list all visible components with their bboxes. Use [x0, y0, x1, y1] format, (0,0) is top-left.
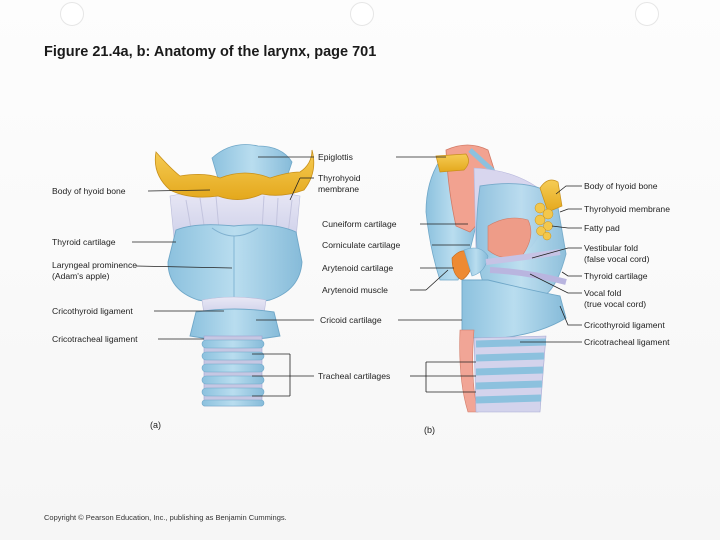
punch-hole: [350, 2, 374, 26]
figure-number: Figure 21.4a, b:: [44, 44, 151, 60]
label-corniculate-cartilage: Corniculate cartilage: [322, 240, 401, 250]
label-body-of-hyoid-bone-a: Body of hyoid bone: [52, 186, 126, 196]
label-cricothyroid-ligament-b: Cricothyroid ligament: [584, 320, 665, 330]
punch-hole: [635, 2, 659, 26]
label-thyroid-cartilage-b: Thyroid cartilage: [584, 271, 648, 281]
label-false-vocal-cord: (false vocal cord): [584, 254, 650, 264]
punch-hole: [60, 2, 84, 26]
larynx-anterior-view: [154, 144, 315, 407]
label-body-of-hyoid-bone-b: Body of hyoid bone: [584, 181, 658, 191]
figure-title-text: Anatomy of the larynx, page 701: [153, 44, 377, 60]
figure-title: Figure 21.4a, b: Anatomy of the larynx, …: [44, 44, 376, 60]
label-cricoid-cartilage: Cricoid cartilage: [320, 315, 382, 325]
label-true-vocal-cord: (true vocal cord): [584, 299, 647, 309]
copyright-notice: Copyright © Pearson Education, Inc., pub…: [44, 513, 287, 522]
label-adams-apple: (Adam's apple): [52, 271, 110, 281]
label-thyrohyoid: Thyrohyoid: [318, 173, 361, 183]
larynx-sagittal-view: [425, 144, 567, 413]
label-cricotracheal-ligament-a: Cricotracheal ligament: [52, 334, 138, 344]
label-tracheal-cartilages: Tracheal cartilages: [318, 371, 391, 381]
label-epiglottis: Epiglottis: [318, 152, 353, 162]
label-arytenoid-muscle: Arytenoid muscle: [322, 285, 388, 295]
label-thyroid-cartilage-a: Thyroid cartilage: [52, 237, 116, 247]
label-thyrohyoid-membrane-b: Thyrohyoid membrane: [584, 204, 670, 214]
panel-letter-a: (a): [150, 420, 161, 430]
label-membrane: membrane: [318, 184, 360, 194]
label-cricotracheal-ligament-b: Cricotracheal ligament: [584, 337, 670, 347]
label-cuneiform-cartilage: Cuneiform cartilage: [322, 219, 397, 229]
fatty-pad: [534, 202, 554, 241]
label-vocal-fold: Vocal fold: [584, 288, 622, 298]
label-cricothyroid-ligament-a: Cricothyroid ligament: [52, 306, 133, 316]
label-vestibular-fold: Vestibular fold: [584, 243, 638, 253]
leader-lines: [132, 156, 582, 397]
tracheal-cartilage-rings: [201, 335, 265, 407]
label-laryngeal-prominence: Laryngeal prominence: [52, 260, 138, 270]
label-fatty-pad: Fatty pad: [584, 223, 620, 233]
label-arytenoid-cartilage: Arytenoid cartilage: [322, 263, 394, 273]
panel-letter-b: (b): [424, 425, 435, 435]
tracheal-cartilage-rings: [473, 335, 547, 413]
